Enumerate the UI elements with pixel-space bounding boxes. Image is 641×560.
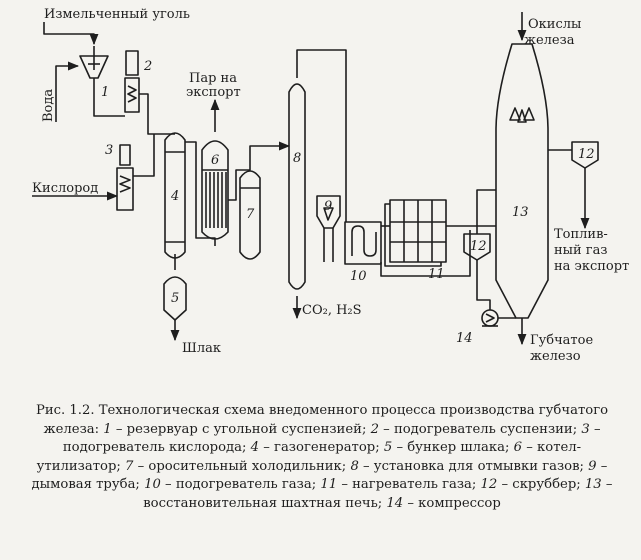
number-11: 11 [428, 267, 445, 282]
caption-num-5: 5 [383, 440, 393, 456]
oxygen-heater [116, 144, 134, 211]
caption-prefix: Рис. 1.2. Технологическая схема внедомен… [35, 403, 609, 437]
label-sponge-iron-2: железо [530, 349, 581, 364]
shaft-furnace [495, 43, 549, 319]
label-iron-oxides-2: железа [524, 33, 575, 48]
caption-num-6: 6 [513, 440, 523, 456]
label-sponge-iron-1: Губчатое [530, 333, 593, 348]
piping [32, 12, 590, 346]
caption-text-13: – восстановительная шахтная печь; [143, 477, 613, 511]
label-water: Вода [41, 89, 56, 122]
caption-text-12: – скруббер; [497, 477, 585, 493]
label-iron-oxides-1: Окислы [528, 17, 581, 32]
label-steam-2: экспорт [186, 85, 241, 100]
number-13: 13 [512, 205, 529, 220]
compressor [481, 309, 499, 327]
caption-text-5: – бункер шлака; [392, 440, 514, 456]
number-3: 3 [105, 143, 113, 158]
caption-text-11: – нагреватель газа; [337, 477, 481, 493]
gas-preheater [344, 221, 382, 265]
number-12-top: 12 [578, 147, 595, 162]
caption-text-9: – дымовая труба; [31, 458, 608, 493]
spray-cooler [239, 170, 261, 260]
label-fuel-gas-2: ный газ [554, 243, 607, 258]
caption-text-3: – подогреватель кислорода; [62, 421, 601, 456]
caption-text-4: – газогенератор; [259, 440, 384, 456]
gas-heater [384, 199, 447, 267]
process-flow-diagram: Измельченный уголь Вода Кислород Пар на … [32, 7, 629, 364]
caption-text-2: – подогреватель суспензии; [378, 421, 582, 437]
number-1: 1 [101, 85, 109, 100]
label-oxygen: Кислород [32, 181, 98, 196]
caption-num-8: 8 [350, 458, 359, 474]
caption-num-14: 14 [386, 495, 404, 511]
caption-items: 1 – резервуар с угольной суспензией; 2 –… [32, 422, 613, 511]
label-fuel-gas-1: Топлив- [554, 227, 608, 242]
number-14: 14 [456, 331, 473, 346]
caption-num-4: 4 [250, 440, 260, 456]
label-steam-1: Пар на [189, 71, 237, 86]
number-10: 10 [350, 269, 367, 284]
label-slag: Шлак [182, 341, 221, 356]
flue-stack [316, 195, 341, 262]
caption-num-3: 3 [581, 421, 590, 437]
caption-num-1: 1 [103, 421, 112, 437]
caption-num-11: 11 [320, 477, 338, 493]
caption-text-8: – установка для отмывки газов; [358, 458, 589, 474]
caption-num-10: 10 [144, 477, 161, 493]
caption-num-12: 12 [480, 477, 498, 493]
caption-num-2: 2 [370, 421, 379, 437]
label-gases: CO₂, H₂S [302, 303, 362, 318]
number-4: 4 [170, 189, 179, 204]
waste-heat-boiler [201, 140, 229, 240]
label-fuel-gas-3: на экспорт [554, 259, 629, 274]
gas-washing-column [288, 83, 306, 290]
label-coal: Измельченный уголь [44, 7, 190, 22]
number-9: 9 [324, 199, 332, 214]
number-5: 5 [171, 291, 179, 306]
number-8: 8 [293, 151, 301, 166]
coal-slurry-tank [79, 46, 109, 95]
scrubber-top [571, 141, 599, 169]
slag-bunker [163, 254, 187, 321]
caption-num-7: 7 [125, 458, 134, 474]
caption-text-10: – подогреватель газа; [160, 477, 321, 493]
caption-text-7: – оросительный холодильник; [133, 458, 351, 474]
number-7: 7 [246, 207, 255, 222]
number-6: 6 [211, 153, 219, 168]
scrubber-left [463, 233, 491, 261]
caption-text-6: – котел-утилизатор; [36, 440, 582, 474]
slurry-heater [124, 50, 140, 113]
caption-num-13: 13 [584, 477, 602, 493]
caption-num-9: 9 [588, 458, 597, 474]
caption-text-1: – резервуар с угольной суспензией; [111, 421, 371, 437]
caption-text-14: – компрессор [403, 495, 501, 511]
number-12-left: 12 [470, 239, 487, 254]
number-2: 2 [143, 59, 152, 74]
figure-caption: Рис. 1.2. Технологическая схема внедомен… [22, 402, 622, 514]
